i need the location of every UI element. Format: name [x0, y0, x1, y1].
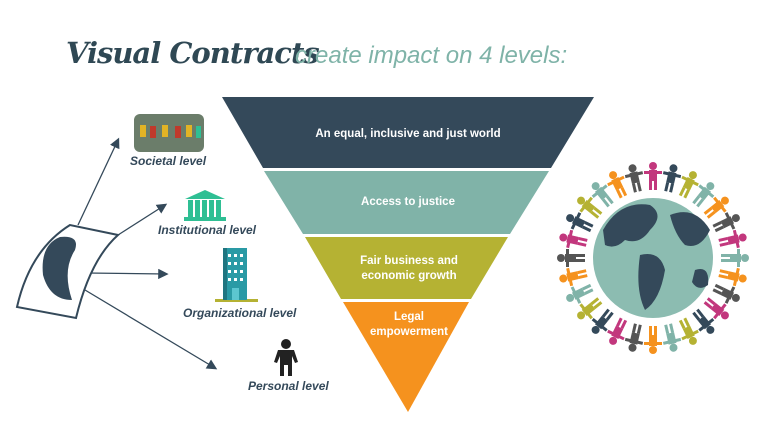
ring-person-icon	[591, 308, 614, 334]
ring-person-icon	[692, 182, 715, 208]
level-label-organizational: Organizational level	[183, 306, 297, 320]
contract-document-icon	[15, 223, 121, 320]
person-icon	[274, 339, 298, 376]
ring-person-icon	[703, 297, 729, 320]
ring-person-icon	[703, 196, 729, 219]
ring-person-icon	[559, 267, 588, 287]
ring-person-icon	[566, 283, 594, 304]
ring-person-icon	[678, 317, 699, 345]
arrows	[77, 137, 218, 370]
ring-person-icon	[644, 162, 662, 190]
ring-person-icon	[662, 323, 682, 352]
pyramid-label-4: Legal empowerment	[370, 311, 448, 338]
pyramid-band-3	[305, 237, 508, 299]
ring-person-icon	[718, 267, 747, 287]
building-icon	[215, 248, 258, 302]
ring-person-icon	[662, 164, 682, 193]
ring-person-icon	[591, 182, 614, 208]
impact-pyramid	[222, 97, 594, 412]
ring-person-icon	[607, 317, 628, 345]
pyramid-band-2	[264, 171, 549, 234]
institution-icon	[184, 190, 226, 221]
globe-with-people-icon	[557, 162, 749, 354]
ring-person-icon	[644, 326, 662, 354]
ring-person-icon	[712, 283, 740, 304]
ring-person-icon	[557, 249, 585, 267]
ring-person-icon	[624, 164, 644, 193]
crowd-icon	[134, 114, 204, 152]
level-label-personal: Personal level	[248, 379, 329, 393]
pyramid-label-1: An equal, inclusive and just world	[315, 128, 501, 140]
pyramid-label-2: Access to justice	[361, 196, 455, 208]
ring-person-icon	[577, 196, 603, 219]
ring-person-icon	[721, 249, 749, 267]
level-label-societal: Societal level	[130, 154, 207, 168]
ring-person-icon	[712, 212, 740, 233]
ring-person-icon	[692, 308, 715, 334]
ring-person-icon	[559, 229, 588, 249]
pyramid-label-3: Fair business and economic growth	[360, 255, 458, 282]
ring-person-icon	[566, 212, 594, 233]
ring-person-icon	[607, 171, 628, 199]
ring-person-icon	[624, 323, 644, 352]
ring-person-icon	[678, 171, 699, 199]
pyramid-band-1	[222, 97, 594, 168]
page-subtitle: create impact on 4 levels:	[295, 42, 568, 69]
page-title: Visual Contracts	[66, 36, 320, 70]
ring-person-icon	[577, 297, 603, 320]
pyramid-band-4	[343, 302, 469, 412]
level-label-institutional: Institutional level	[158, 223, 257, 237]
ring-person-icon	[718, 229, 747, 249]
